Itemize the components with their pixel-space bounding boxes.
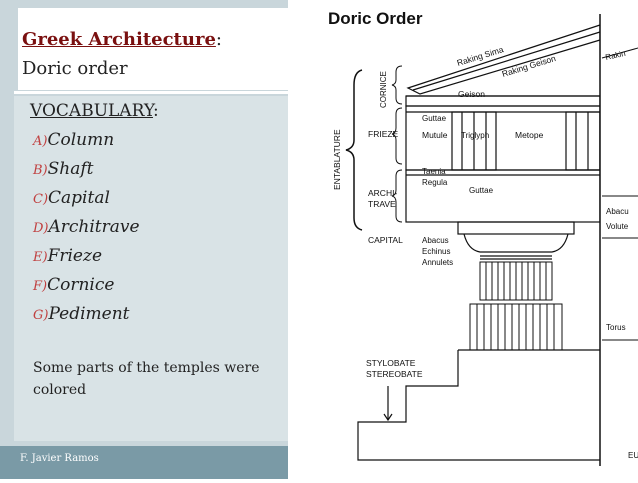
label-stereobate: STEREOBATE <box>366 369 423 379</box>
shaft-bottom-drawing <box>469 303 563 351</box>
label-guttae-top: Guttae <box>422 114 447 123</box>
doric-order-diagram: Doric Order Raking Sima Raking Geison Ge… <box>288 0 638 479</box>
author-name: F. Javier Ramos <box>20 453 99 464</box>
label-triglyph: Triglyph <box>461 131 489 140</box>
content-area <box>14 96 288 441</box>
label-taenia: Taenia <box>422 167 446 176</box>
item-letter: C) <box>33 192 49 207</box>
item-term: Architrave <box>48 217 140 237</box>
label-raking-geison: Raking Geison <box>501 53 558 79</box>
title-main: Greek Architecture <box>22 29 216 50</box>
label-right-volute: Volute <box>606 222 629 231</box>
label-capital: CAPITAL <box>368 235 403 245</box>
vocabulary-word: VOCABULARY <box>30 101 153 121</box>
label-mutule: Mutule <box>422 130 448 140</box>
vocab-item-frieze: E)Frieze <box>33 246 102 266</box>
item-term: Cornice <box>47 275 115 295</box>
item-letter: G) <box>33 308 49 323</box>
capital-drawing <box>457 221 575 260</box>
label-abacus: Abacus <box>422 236 449 245</box>
label-frieze: FRIEZE <box>368 129 399 139</box>
title-divider <box>14 91 288 94</box>
diagram-title: Doric Order <box>328 9 423 28</box>
label-entablature: ENTABLATURE <box>332 129 342 190</box>
cornice-brace <box>391 65 403 223</box>
item-letter: E) <box>33 250 48 265</box>
vocab-item-column: A)Column <box>33 130 114 150</box>
vocab-item-shaft: B)Shaft <box>33 159 93 179</box>
label-right-torus: Torus <box>606 323 626 332</box>
label-stylobate: STYLOBATE <box>366 358 416 368</box>
stylobate-steps-drawing <box>357 349 600 461</box>
label-guttae-bottom: Guttae <box>469 186 494 195</box>
label-geison: Geison <box>458 89 485 99</box>
vocab-item-capital: C)Capital <box>33 188 110 208</box>
vocab-item-pediment: G)Pediment <box>33 304 129 324</box>
item-term: Column <box>47 130 115 150</box>
label-regula: Regula <box>422 178 448 187</box>
pediment-drawing <box>406 24 601 97</box>
diagram-svg: Doric Order Raking Sima Raking Geison Ge… <box>328 9 638 466</box>
vocabulary-heading: VOCABULARY: <box>30 101 159 121</box>
item-term: Shaft <box>47 159 94 179</box>
item-letter: F) <box>33 279 48 294</box>
label-right-abacus: Abacu <box>606 207 629 216</box>
vocabulary-colon: : <box>152 101 159 121</box>
label-architrave-line1: ARCHI- <box>368 188 397 198</box>
item-letter: B) <box>33 163 48 178</box>
label-right-bottom: EU <box>628 451 638 460</box>
shaft-top-drawing <box>479 261 553 301</box>
label-architrave-line2: TRAVE <box>368 199 396 209</box>
label-cornice: CORNICE <box>379 71 388 108</box>
label-annulets: Annulets <box>422 258 453 267</box>
vocab-item-cornice: F)Cornice <box>33 275 114 295</box>
title-colon: : <box>215 29 222 50</box>
label-right-raking: Rakin <box>605 49 627 62</box>
vocab-item-architrave: D)Architrave <box>33 217 140 237</box>
slide-title: Greek Architecture: <box>22 29 222 50</box>
label-metope: Metope <box>515 130 544 140</box>
item-term: Pediment <box>48 304 130 324</box>
slide-subtitle: Doric order <box>22 58 128 79</box>
item-term: Capital <box>48 188 110 208</box>
item-term: Frieze <box>47 246 102 266</box>
entablature-bracket <box>345 69 363 231</box>
label-echinus: Echinus <box>422 247 450 256</box>
right-diagram-lines <box>601 47 638 341</box>
right-diagram-background <box>600 14 638 466</box>
title-box <box>14 8 296 90</box>
item-letter: A) <box>33 134 48 149</box>
footer-bar <box>0 446 288 479</box>
colored-temples-note: Some parts of the temples were colored <box>33 360 260 398</box>
item-letter: D) <box>33 221 49 236</box>
